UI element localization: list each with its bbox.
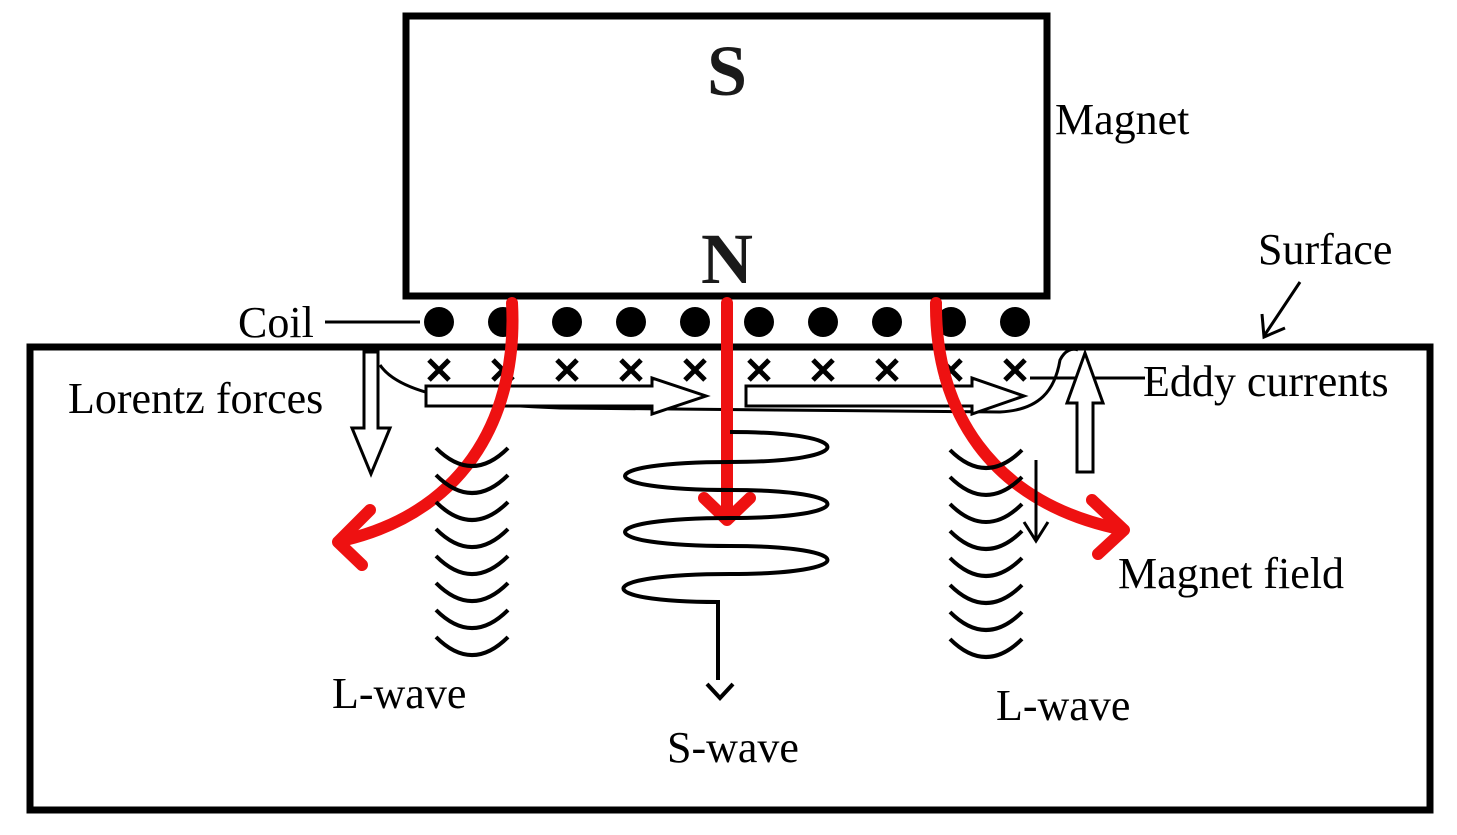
- coil-conductor-dot: [616, 307, 646, 337]
- l-wave-arc: [434, 500, 510, 522]
- eddy-current-cross: [875, 358, 899, 382]
- l-wave-arc: [434, 446, 510, 468]
- l-wave-right-label: L-wave: [996, 681, 1130, 730]
- eddy-current-cross: [747, 358, 771, 382]
- l-wave-arc: [434, 635, 510, 657]
- coil-conductor-dot: [552, 307, 582, 337]
- coil-conductor-dot: [680, 307, 710, 337]
- magnet-field-label: Magnet field: [1118, 549, 1344, 598]
- lorentz-forces-label: Lorentz forces: [68, 374, 323, 423]
- l-wave-arc: [434, 473, 510, 495]
- coil-conductor-dot: [424, 307, 454, 337]
- magnetic-field-line-right: [929, 297, 1121, 534]
- coil-conductor-dot: [1000, 307, 1030, 337]
- l-wave-arc: [948, 529, 1024, 551]
- lorentz-force-down-arrow: [349, 350, 393, 478]
- l-wave-left-label: L-wave: [332, 669, 466, 718]
- l-wave-arc: [948, 583, 1024, 605]
- magnetic-field-arrowhead-right: [1086, 494, 1130, 560]
- eddy-current-cross: [1003, 358, 1027, 382]
- l-wave-arc: [948, 637, 1024, 659]
- surface-pointer-arrow: [1262, 281, 1302, 337]
- surface-label: Surface: [1258, 225, 1392, 274]
- l-wave-arc: [948, 610, 1024, 632]
- eddy-current-cross: [555, 358, 579, 382]
- magnet-block: [402, 12, 1051, 300]
- lorentz-force-up-arrow: [1064, 348, 1106, 474]
- eddy-current-cross: [427, 358, 451, 382]
- l-wave-arc: [434, 581, 510, 603]
- north-pole-label: N: [701, 219, 753, 299]
- l-wave-arc: [434, 527, 510, 549]
- coil-conductors: [424, 307, 1030, 337]
- field-force-down-arrowhead: [1022, 521, 1050, 544]
- s-wave-arrowhead: [705, 682, 735, 701]
- eddy-current-loop: [378, 347, 1079, 414]
- l-wave-left-arcs: [434, 446, 510, 657]
- eddy-current-cross: [683, 358, 707, 382]
- l-wave-arc: [434, 554, 510, 576]
- surface-pointer-arrowhead: [1260, 313, 1286, 340]
- coil-label: Coil: [238, 298, 314, 347]
- eddy-current-cross: [619, 358, 643, 382]
- coil-conductor-dot: [744, 307, 774, 337]
- s-wave-label: S-wave: [667, 723, 799, 772]
- l-wave-arc: [434, 608, 510, 630]
- eddy-current-cross: [811, 358, 835, 382]
- l-wave-arc: [948, 448, 1024, 470]
- magnetic-field-line-left: [339, 297, 519, 546]
- s-wave-coil: [621, 430, 830, 680]
- south-pole-label: S: [707, 31, 747, 111]
- l-wave-arc: [948, 556, 1024, 578]
- coil-conductor-dot: [872, 307, 902, 337]
- coil-conductor-dot: [808, 307, 838, 337]
- l-wave-right-arcs: [948, 448, 1024, 659]
- l-wave-arc: [948, 502, 1024, 524]
- coil-conductor-dot: [936, 307, 966, 337]
- magnet-label: Magnet: [1055, 95, 1189, 144]
- l-wave-arc: [948, 475, 1024, 497]
- magnetic-field-arrowhead-left: [332, 504, 376, 571]
- eddy-current-marks: [427, 358, 1027, 382]
- eddy-currents-label: Eddy currents: [1143, 357, 1389, 406]
